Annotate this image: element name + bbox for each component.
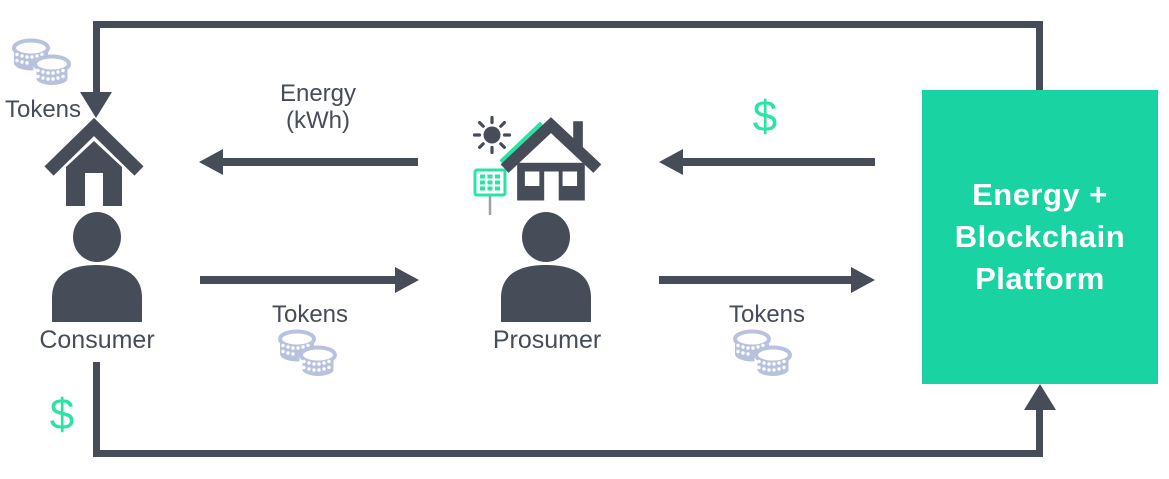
top-route-left-vertical-line — [93, 21, 100, 93]
sun-icon — [472, 115, 512, 155]
bottom-route-right-vertical-line — [1036, 408, 1043, 457]
bottom-route-left-vertical-line — [93, 362, 100, 457]
tokens-label-top-left: Tokens — [4, 96, 82, 123]
prosumer-label: Prosumer — [492, 326, 602, 354]
energy-arrow-shaft — [222, 158, 418, 166]
tokens-right-arrowhead-icon — [851, 267, 875, 293]
person-icon — [501, 212, 591, 322]
bottom-route-arrowhead-up-icon — [1024, 384, 1056, 410]
bottom-route-horizontal-line — [93, 450, 1043, 457]
solar-house-icon — [499, 117, 602, 201]
energy-blockchain-platform-box: Energy + Blockchain Platform — [922, 90, 1158, 384]
dollar-label-bottom: $ — [49, 390, 75, 439]
top-route-horizontal-line — [93, 21, 1043, 28]
tokens-label-middle: Tokens — [271, 301, 349, 328]
top-route-right-vertical-line — [1036, 21, 1043, 90]
tokens-label-right: Tokens — [728, 301, 806, 328]
house-icon — [44, 117, 144, 206]
tokens-left-arrowhead-icon — [395, 267, 419, 293]
dollar-arrow-shaft — [682, 158, 875, 166]
tokens-coins-icon — [6, 33, 78, 95]
dollar-label-top: $ — [752, 92, 778, 141]
energy-arrowhead-icon — [199, 149, 223, 175]
tokens-left-arrow-shaft — [200, 276, 395, 284]
energy-kwh-label: Energy (kWh) — [279, 80, 357, 134]
tokens-coins-icon — [727, 324, 799, 386]
tokens-coins-icon — [272, 324, 344, 386]
solar-panel-icon — [473, 168, 507, 215]
consumer-label: Consumer — [39, 326, 155, 354]
person-icon — [52, 212, 142, 322]
top-route-arrowhead-down-icon — [80, 92, 112, 118]
dollar-arrowhead-icon — [659, 149, 683, 175]
tokens-right-arrow-shaft — [659, 276, 851, 284]
platform-title: Energy + Blockchain Platform — [954, 177, 1126, 296]
